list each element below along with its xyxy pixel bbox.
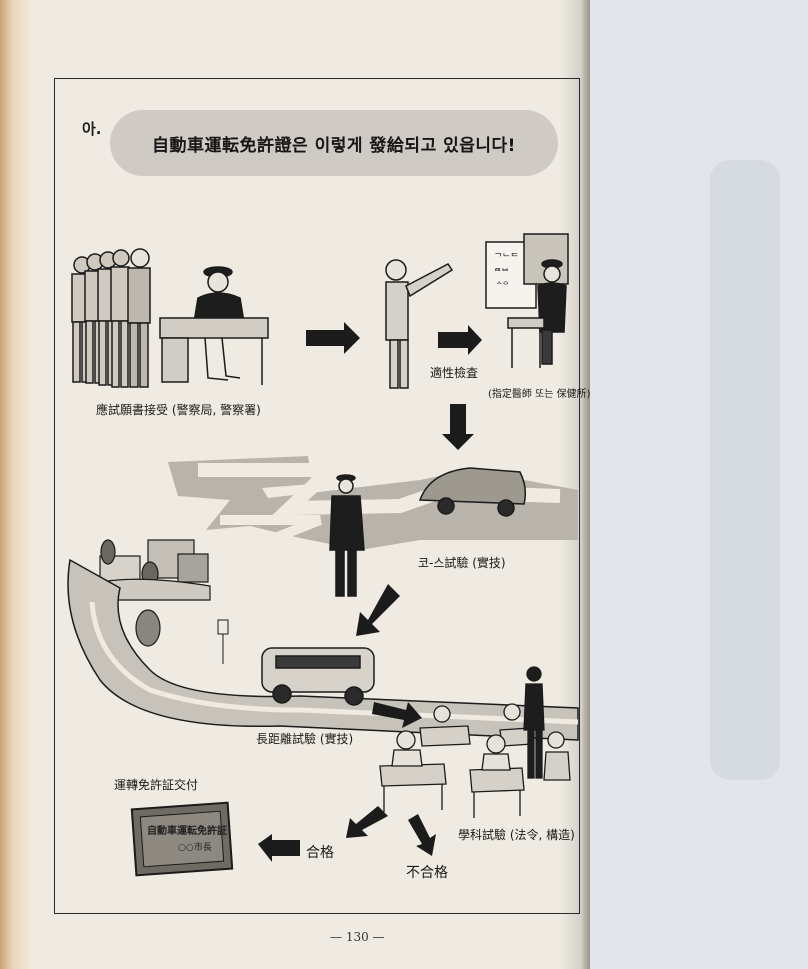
arrow-5 [372,702,422,728]
step-issue-label: 運轉免許証交付 [114,778,199,792]
arrow-pass [346,806,388,838]
police-desk-illustration [159,266,269,385]
bus-illustration [261,647,375,706]
svg-text:ᄉᄋ: ᄉᄋ [496,281,509,289]
license-card-issuer: ○○市長 [178,843,212,853]
examinee-pointing-illustration [385,259,454,389]
arrow-4 [356,584,400,636]
license-card-illustration [130,801,234,877]
arrow-fail [408,814,436,856]
section-marker: 아. [82,120,102,138]
book-edge [0,0,30,969]
arrow-issue [258,834,300,862]
svg-text:ᄅᄆᄇ: ᄅᄆᄇ [494,267,509,276]
page-title: 自動車運転免許證은 이렇게 發給되고 있읍니다! [152,135,516,156]
step-aptitude-sub-label: (指定醫師 또는 保健所) [488,389,591,400]
course-car-illustration [418,467,527,517]
arrow-2 [438,325,482,355]
page-number: — 130 — [330,930,385,944]
applicants-queue-illustration [71,248,151,388]
license-card-text: 自動車運転免許証 [147,826,227,837]
title-banner: 自動車運転免許證은 이렇게 發給되고 있읍니다! [110,110,558,176]
facing-page [590,0,808,969]
facing-page-bleedthrough [710,160,780,780]
illustration-frame [54,78,580,914]
written-exam-illustration [379,666,571,818]
svg-text:ᄀᄂᄃ: ᄀᄂᄃ [494,252,519,263]
step-written-label: 學科試驗 (法令, 構造) [458,828,575,842]
step-road-label: 長距離試驗 (實技) [256,732,354,746]
doctor-eye-chart-illustration: ᄀᄂᄃ ᄅᄆᄇ ᄉᄋ [485,233,569,368]
step-course-label: 코-스試驗 (實技) [418,556,506,570]
step-application-label: 應試願書接受 (警察局, 警察署) [96,403,261,417]
arrow-1 [306,322,360,354]
step-aptitude-label: 適性檢査 [430,366,479,380]
town-illustration [69,539,211,647]
examiner-illustration [329,474,365,597]
arrow-3 [442,404,474,450]
fail-label: 不合格 [406,865,448,881]
pass-label: 合格 [306,845,334,861]
road-illustration [67,558,579,741]
